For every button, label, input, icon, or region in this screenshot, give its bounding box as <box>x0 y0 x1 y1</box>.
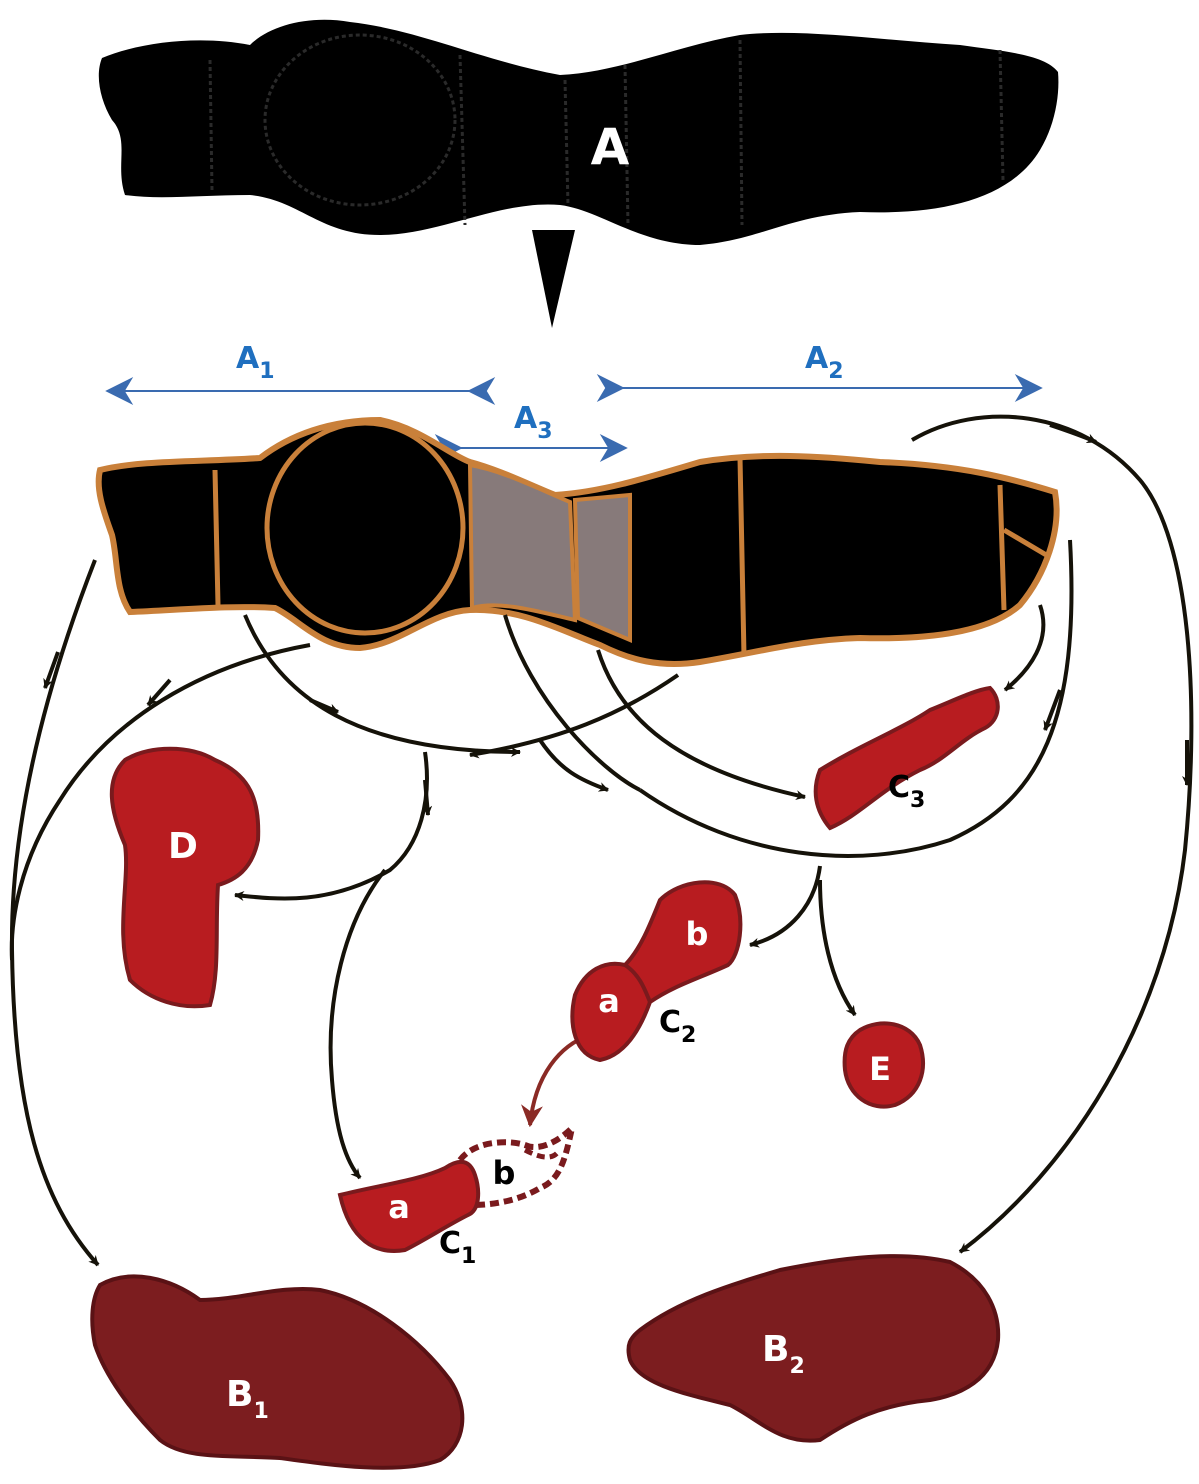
label-c1-b: b <box>493 1154 516 1192</box>
piece-b1: B1 <box>92 1276 462 1467</box>
piece-e: E <box>845 1023 923 1106</box>
down-pointer-icon <box>532 230 575 328</box>
label-a: A <box>591 118 630 176</box>
span-a3: A3 <box>460 401 625 448</box>
label-c2-b: b <box>686 915 709 953</box>
piece-c1: a b C1 <box>340 1128 572 1269</box>
piece-c2: b a C2 <box>572 882 740 1060</box>
label-d: D <box>168 826 198 867</box>
bone-a-whole: A <box>99 20 1059 245</box>
label-a3: A3 <box>514 401 553 444</box>
label-e: E <box>869 1050 891 1088</box>
label-c3: C3 <box>888 770 925 813</box>
piece-b2: B2 <box>628 1256 998 1441</box>
bone-segmented <box>99 420 1057 664</box>
label-a2: A2 <box>805 341 844 384</box>
piece-d: D <box>112 749 258 1007</box>
label-c2-a: a <box>598 982 620 1020</box>
label-c2: C2 <box>659 1005 696 1048</box>
piece-c3: C3 <box>816 688 998 828</box>
span-a1: A1 <box>108 341 470 391</box>
span-a2: A2 <box>622 341 1040 388</box>
label-c1-a: a <box>388 1188 410 1226</box>
label-a1: A1 <box>236 341 275 384</box>
label-c1: C1 <box>439 1226 476 1269</box>
